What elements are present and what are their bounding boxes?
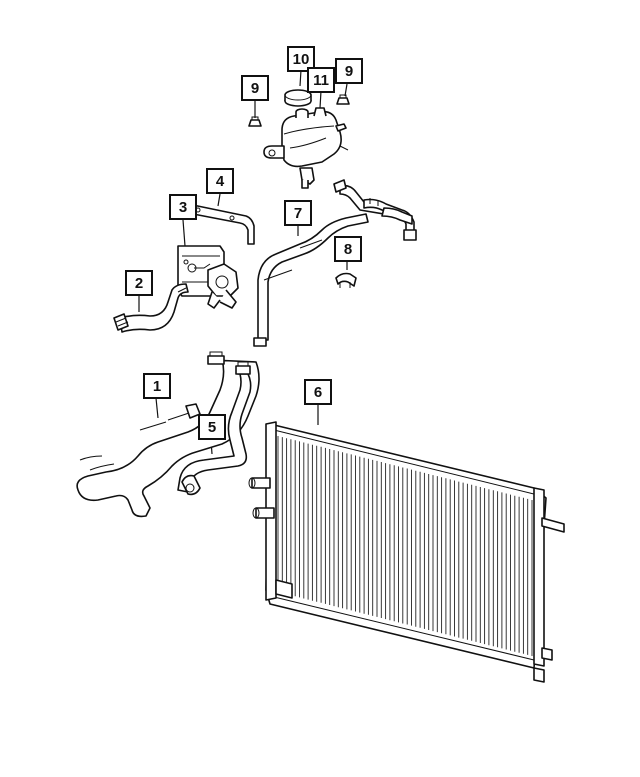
callout-1: 1 (143, 373, 171, 399)
callout-11: 11 (307, 67, 335, 93)
callout-10: 10 (287, 46, 315, 72)
clip-part-8 (335, 272, 357, 288)
callout-4: 4 (206, 168, 234, 194)
callout-8: 8 (334, 236, 362, 262)
coolant-pump-part-3 (177, 245, 239, 309)
coolant-reservoir-part-11 (263, 107, 349, 189)
callout-9-right: 9 (335, 58, 363, 84)
callout-9-left: 9 (241, 75, 269, 101)
clip-part-9-left (248, 116, 262, 127)
hose-part-5 (177, 361, 252, 496)
callout-6: 6 (304, 379, 332, 405)
radiator-part-6 (248, 421, 565, 683)
callout-5: 5 (198, 414, 226, 440)
callout-2: 2 (125, 270, 153, 296)
hose-part-2 (113, 283, 189, 333)
clip-part-9-right (336, 94, 350, 105)
hose-part-1 (76, 351, 260, 518)
pressure-cap-part-10 (284, 89, 312, 107)
callout-3: 3 (169, 194, 197, 220)
hose-assembly-part-7 (253, 179, 417, 347)
callout-7: 7 (284, 200, 312, 226)
bracket-part-4 (187, 203, 255, 245)
